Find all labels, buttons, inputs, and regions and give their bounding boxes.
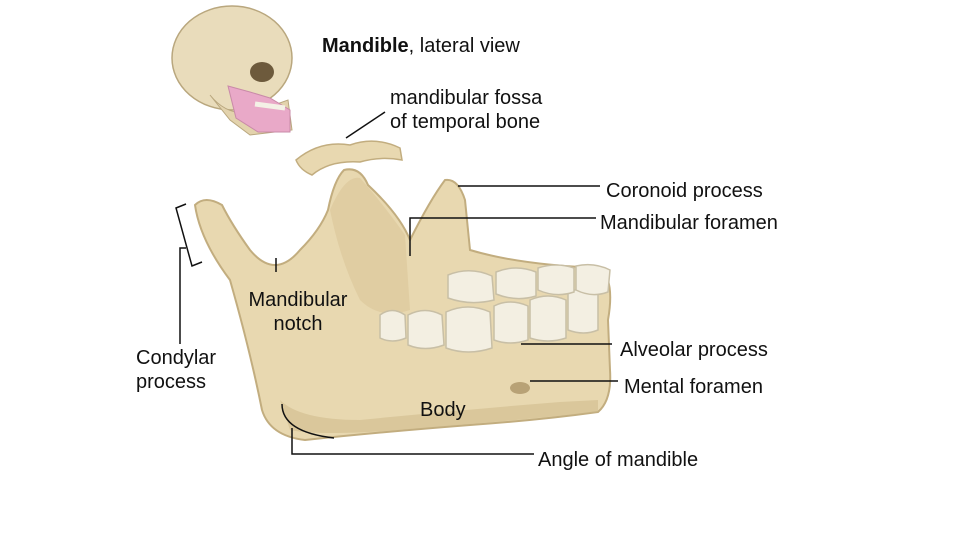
label-mandibular-foramen: Mandibular foramen [600, 212, 778, 234]
temporal-fossa-piece [295, 140, 403, 176]
teeth [379, 263, 611, 353]
leader-lines [175, 111, 618, 455]
label-notch-line2: notch [273, 313, 323, 335]
label-fossa-line1: mandibular fossa [390, 87, 543, 109]
label-mental-foramen: Mental foramen [624, 376, 763, 398]
label-coronoid-process: Coronoid process [606, 180, 763, 202]
label-condylar-process: Condylar process [136, 346, 216, 394]
label-mandibular-fossa: mandibular fossa of temporal bone [390, 86, 542, 134]
label-condylar-line2: process [136, 371, 207, 393]
title-bold: Mandible [322, 35, 409, 57]
skull-thumbnail [171, 5, 293, 136]
label-alveolar-process: Alveolar process [620, 339, 768, 361]
label-mandibular-notch: Mandibular notch [230, 288, 366, 336]
label-condylar-line1: Condylar [136, 347, 217, 369]
label-angle-of-mandible: Angle of mandible [538, 449, 699, 471]
label-fossa-line2: of temporal bone [390, 111, 541, 133]
mental-foramen-hole [510, 382, 530, 394]
label-body: Body [420, 399, 466, 421]
title-rest: , lateral view [408, 35, 520, 57]
ramus-shading [330, 177, 410, 314]
body-shading [280, 400, 598, 433]
diagram-title: Mandible, lateral view [322, 34, 520, 58]
label-notch-line1: Mandibular [248, 289, 348, 311]
